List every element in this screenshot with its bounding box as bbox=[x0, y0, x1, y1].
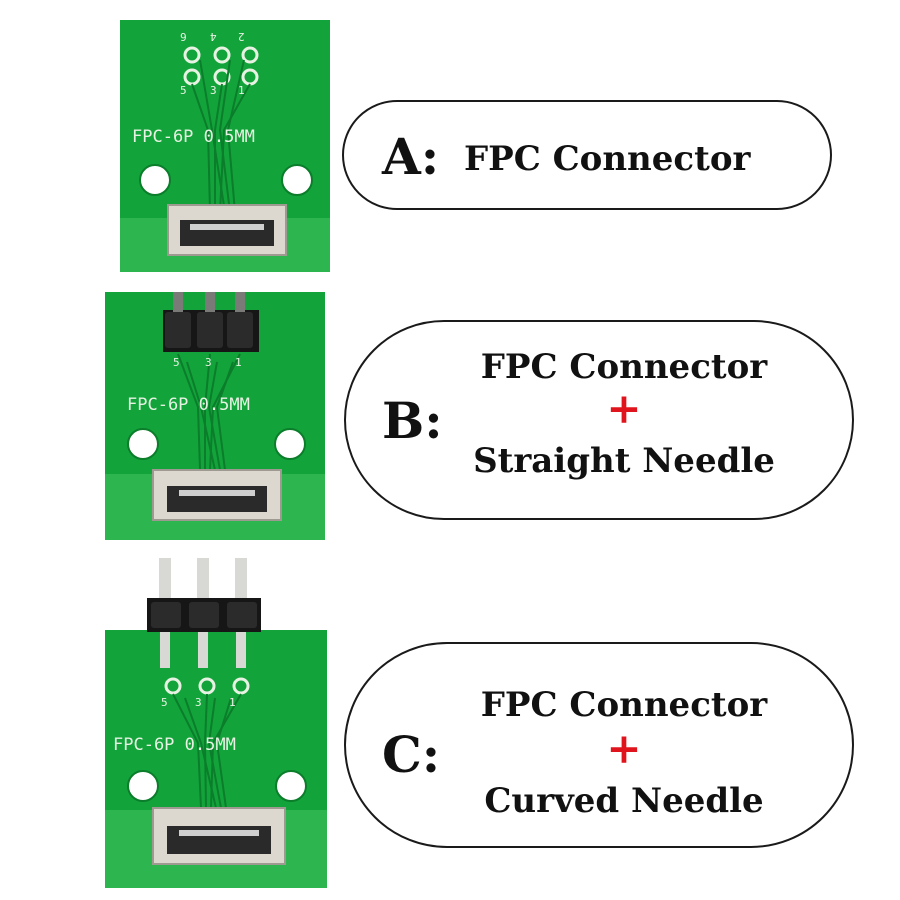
pcb-board-icon: FPC-6P 0.5MM bbox=[120, 20, 330, 272]
pin-number-bottom: 5 bbox=[180, 84, 187, 97]
pin-number-top: 6 bbox=[180, 30, 187, 43]
option-letter: A: bbox=[382, 127, 440, 186]
fpc-connector-icon bbox=[167, 204, 287, 256]
board-label: FPC-6P 0.5MM bbox=[132, 127, 255, 147]
pcb-board-icon: FPC-6P 0.5MM bbox=[105, 558, 327, 888]
board-b: FPC-6P 0.5MM 5 3 1 bbox=[105, 292, 325, 540]
pin-header-icon bbox=[163, 292, 259, 352]
pin-number-bottom: 1 bbox=[235, 356, 242, 369]
pin-number-bottom: 3 bbox=[205, 356, 212, 369]
pin-number-bottom: 5 bbox=[173, 356, 180, 369]
option-line2: Straight Needle bbox=[473, 441, 775, 481]
pin-header-icon bbox=[159, 558, 247, 610]
board-label: FPC-6P 0.5MM bbox=[113, 735, 236, 755]
option-a-pill: A: FPC Connector bbox=[342, 100, 832, 210]
pin-number-bottom: 1 bbox=[238, 84, 245, 97]
option-line1: FPC Connector bbox=[464, 139, 751, 179]
pin-number-top: 4 bbox=[210, 30, 217, 43]
option-line1: FPC Connector bbox=[480, 347, 768, 387]
pin-number-bottom: 3 bbox=[210, 84, 217, 97]
pcb-board-icon: FPC-6P 0.5MM bbox=[105, 292, 325, 540]
board-a: FPC-6P 0.5MM 6 4 2 5 3 1 bbox=[120, 20, 330, 272]
option-letter: C: bbox=[382, 725, 441, 784]
pin-number-top: 2 bbox=[238, 30, 245, 43]
option-line1: FPC Connector bbox=[480, 685, 768, 725]
option-letter: B: bbox=[382, 391, 443, 450]
board-c: FPC-6P 0.5MM 5 3 1 bbox=[95, 558, 327, 888]
pin-number-bottom: 5 bbox=[161, 696, 168, 709]
fpc-connector-icon bbox=[152, 469, 282, 521]
fpc-connector-icon bbox=[152, 807, 286, 865]
pin-number-bottom: 3 bbox=[195, 696, 202, 709]
plus-sign: + bbox=[606, 724, 642, 773]
plus-sign: + bbox=[606, 384, 642, 433]
option-c-pill: C: FPC Connector + Curved Needle bbox=[344, 642, 854, 848]
option-b-pill: B: FPC Connector + Straight Needle bbox=[344, 320, 854, 520]
board-label: FPC-6P 0.5MM bbox=[127, 395, 250, 415]
pin-number-bottom: 1 bbox=[229, 696, 236, 709]
option-line2: Curved Needle bbox=[484, 781, 764, 821]
